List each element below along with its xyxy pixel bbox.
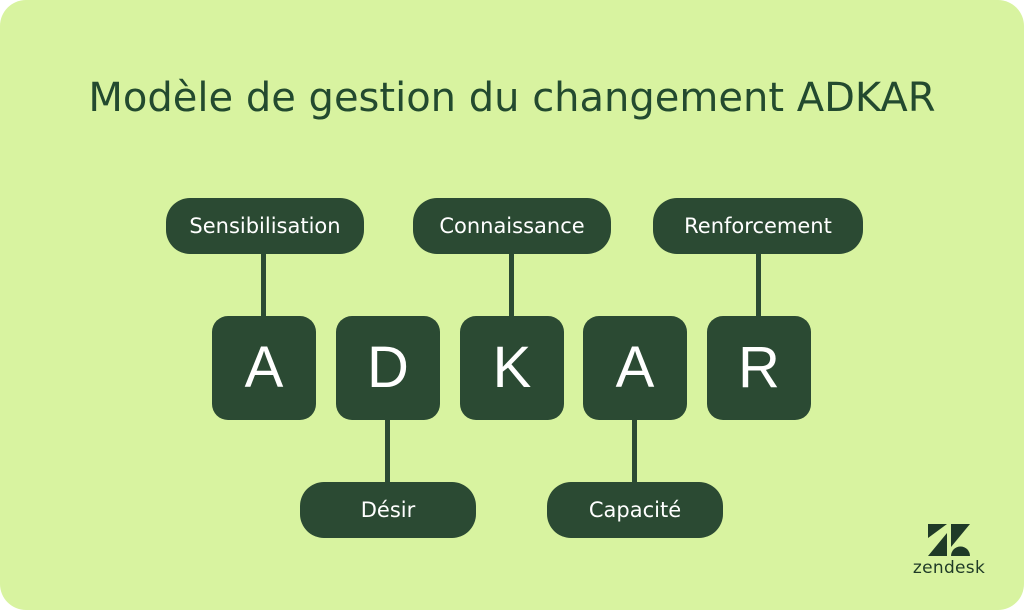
connector-connaissance bbox=[509, 252, 514, 318]
letter-box-a-second: A bbox=[583, 316, 687, 420]
letter-box-a: A bbox=[212, 316, 316, 420]
letter-box-k: K bbox=[460, 316, 564, 420]
label-capacite: Capacité bbox=[547, 482, 723, 538]
connector-capacite bbox=[632, 418, 637, 486]
zendesk-logo-icon bbox=[928, 524, 970, 556]
label-renforcement: Renforcement bbox=[653, 198, 863, 254]
letter-box-r: R bbox=[707, 316, 811, 420]
label-desir: Désir bbox=[300, 482, 476, 538]
connector-desir bbox=[385, 418, 390, 486]
connector-renforcement bbox=[756, 252, 761, 318]
connector-sensibilisation bbox=[261, 252, 266, 318]
zendesk-logo: zendesk bbox=[904, 518, 994, 582]
diagram-title: Modèle de gestion du changement ADKAR bbox=[88, 75, 936, 121]
zendesk-wordmark: zendesk bbox=[912, 558, 986, 578]
letter-box-d: D bbox=[336, 316, 440, 420]
label-sensibilisation: Sensibilisation bbox=[166, 198, 364, 254]
label-connaissance: Connaissance bbox=[413, 198, 611, 254]
